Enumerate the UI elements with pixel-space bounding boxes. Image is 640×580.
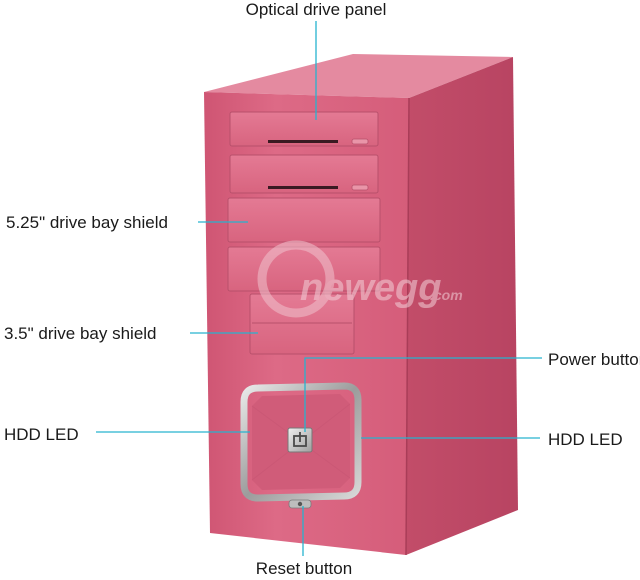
case-side [406, 57, 518, 555]
power-button[interactable] [287, 427, 313, 453]
optical-eject-button[interactable] [351, 138, 369, 145]
label-optical-drive-panel: Optical drive panel [246, 0, 387, 19]
watermark-brand: newegg [300, 267, 441, 309]
drive-bay-525-shields [227, 197, 381, 292]
optical-drive-slot [268, 140, 338, 143]
watermark-suffix: .com [430, 287, 463, 303]
leader-lines [96, 21, 542, 556]
drive-bay-525-shield-1[interactable] [227, 197, 381, 243]
label-drive-bay-525: 5.25" drive bay shield [6, 213, 168, 232]
optical-drive-bay-2[interactable] [229, 154, 379, 194]
label-hdd-led-right: HDD LED [548, 430, 623, 449]
case-top [204, 54, 513, 98]
leader-power-button [304, 357, 542, 432]
optical-drive-slot-2 [268, 186, 338, 189]
callout-labels: Optical drive panel 5.25" drive bay shie… [4, 0, 640, 578]
watermark-logo-icon [257, 240, 335, 318]
optical-drive-panel[interactable] [229, 111, 379, 147]
newegg-watermark: newegg .com [257, 240, 463, 318]
optical-eject-button-2[interactable] [351, 184, 369, 191]
label-power-button: Power button [548, 350, 640, 369]
label-hdd-led-left: HDD LED [4, 425, 79, 444]
reset-button-dot [297, 501, 303, 507]
reset-button[interactable] [288, 499, 312, 509]
label-drive-bay-35: 3.5" drive bay shield [4, 324, 157, 343]
case-front-edge [405, 97, 410, 556]
label-reset-button: Reset button [256, 559, 352, 578]
